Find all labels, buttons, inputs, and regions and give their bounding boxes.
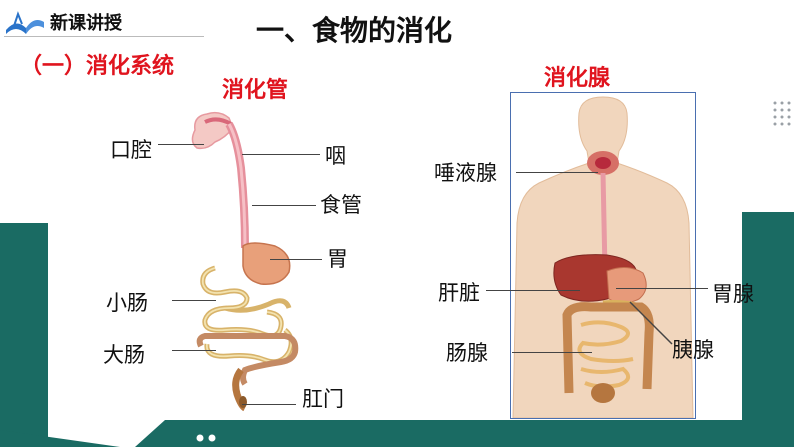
label-pancreas: 胰腺 bbox=[672, 338, 714, 362]
label-gastric-gland: 胃腺 bbox=[712, 282, 754, 306]
right-teal-band bbox=[742, 212, 794, 447]
leader-intestinal-gland bbox=[512, 352, 592, 353]
leader-pancreas bbox=[629, 301, 673, 345]
label-mouth: 口腔 bbox=[110, 138, 152, 162]
label-pharynx: 咽 bbox=[325, 144, 346, 168]
label-large-intestine: 大肠 bbox=[103, 343, 145, 367]
leader-pharynx bbox=[242, 154, 320, 155]
bottom-decoration bbox=[0, 420, 794, 447]
label-small-intestine: 小肠 bbox=[106, 291, 148, 315]
leader-esophagus bbox=[252, 205, 316, 206]
section-label: 新课讲授 bbox=[50, 13, 122, 34]
leader-small-intestine bbox=[172, 300, 216, 301]
label-stomach: 胃 bbox=[327, 247, 348, 271]
digestive-glands-heading: 消化腺 bbox=[544, 66, 611, 91]
leader-salivary-gland bbox=[516, 172, 598, 173]
digestive-tract-illustration bbox=[191, 111, 299, 412]
label-liver: 肝脏 bbox=[438, 281, 480, 305]
label-esophagus: 食管 bbox=[320, 193, 362, 217]
main-title: 一、食物的消化 bbox=[256, 14, 453, 47]
label-intestinal-gland: 肠腺 bbox=[446, 341, 488, 365]
label-salivary-gland: 唾液腺 bbox=[434, 161, 497, 185]
left-teal-band bbox=[0, 223, 48, 447]
header-underline bbox=[4, 36, 204, 37]
subsection-title: （一）消化系统 bbox=[20, 54, 175, 79]
book-icon bbox=[6, 11, 44, 34]
leader-large-intestine bbox=[172, 350, 216, 351]
leader-gastric-gland bbox=[616, 288, 708, 289]
glands-figure-frame bbox=[510, 92, 696, 419]
label-anus: 肛门 bbox=[302, 387, 344, 411]
dot-grid-decoration bbox=[773, 101, 791, 126]
leader-mouth bbox=[158, 144, 204, 145]
digestive-tract-heading: 消化管 bbox=[222, 78, 289, 103]
body-illustration bbox=[512, 96, 694, 418]
leader-anus bbox=[242, 404, 296, 405]
leader-liver bbox=[486, 290, 580, 291]
leader-stomach bbox=[270, 259, 322, 260]
